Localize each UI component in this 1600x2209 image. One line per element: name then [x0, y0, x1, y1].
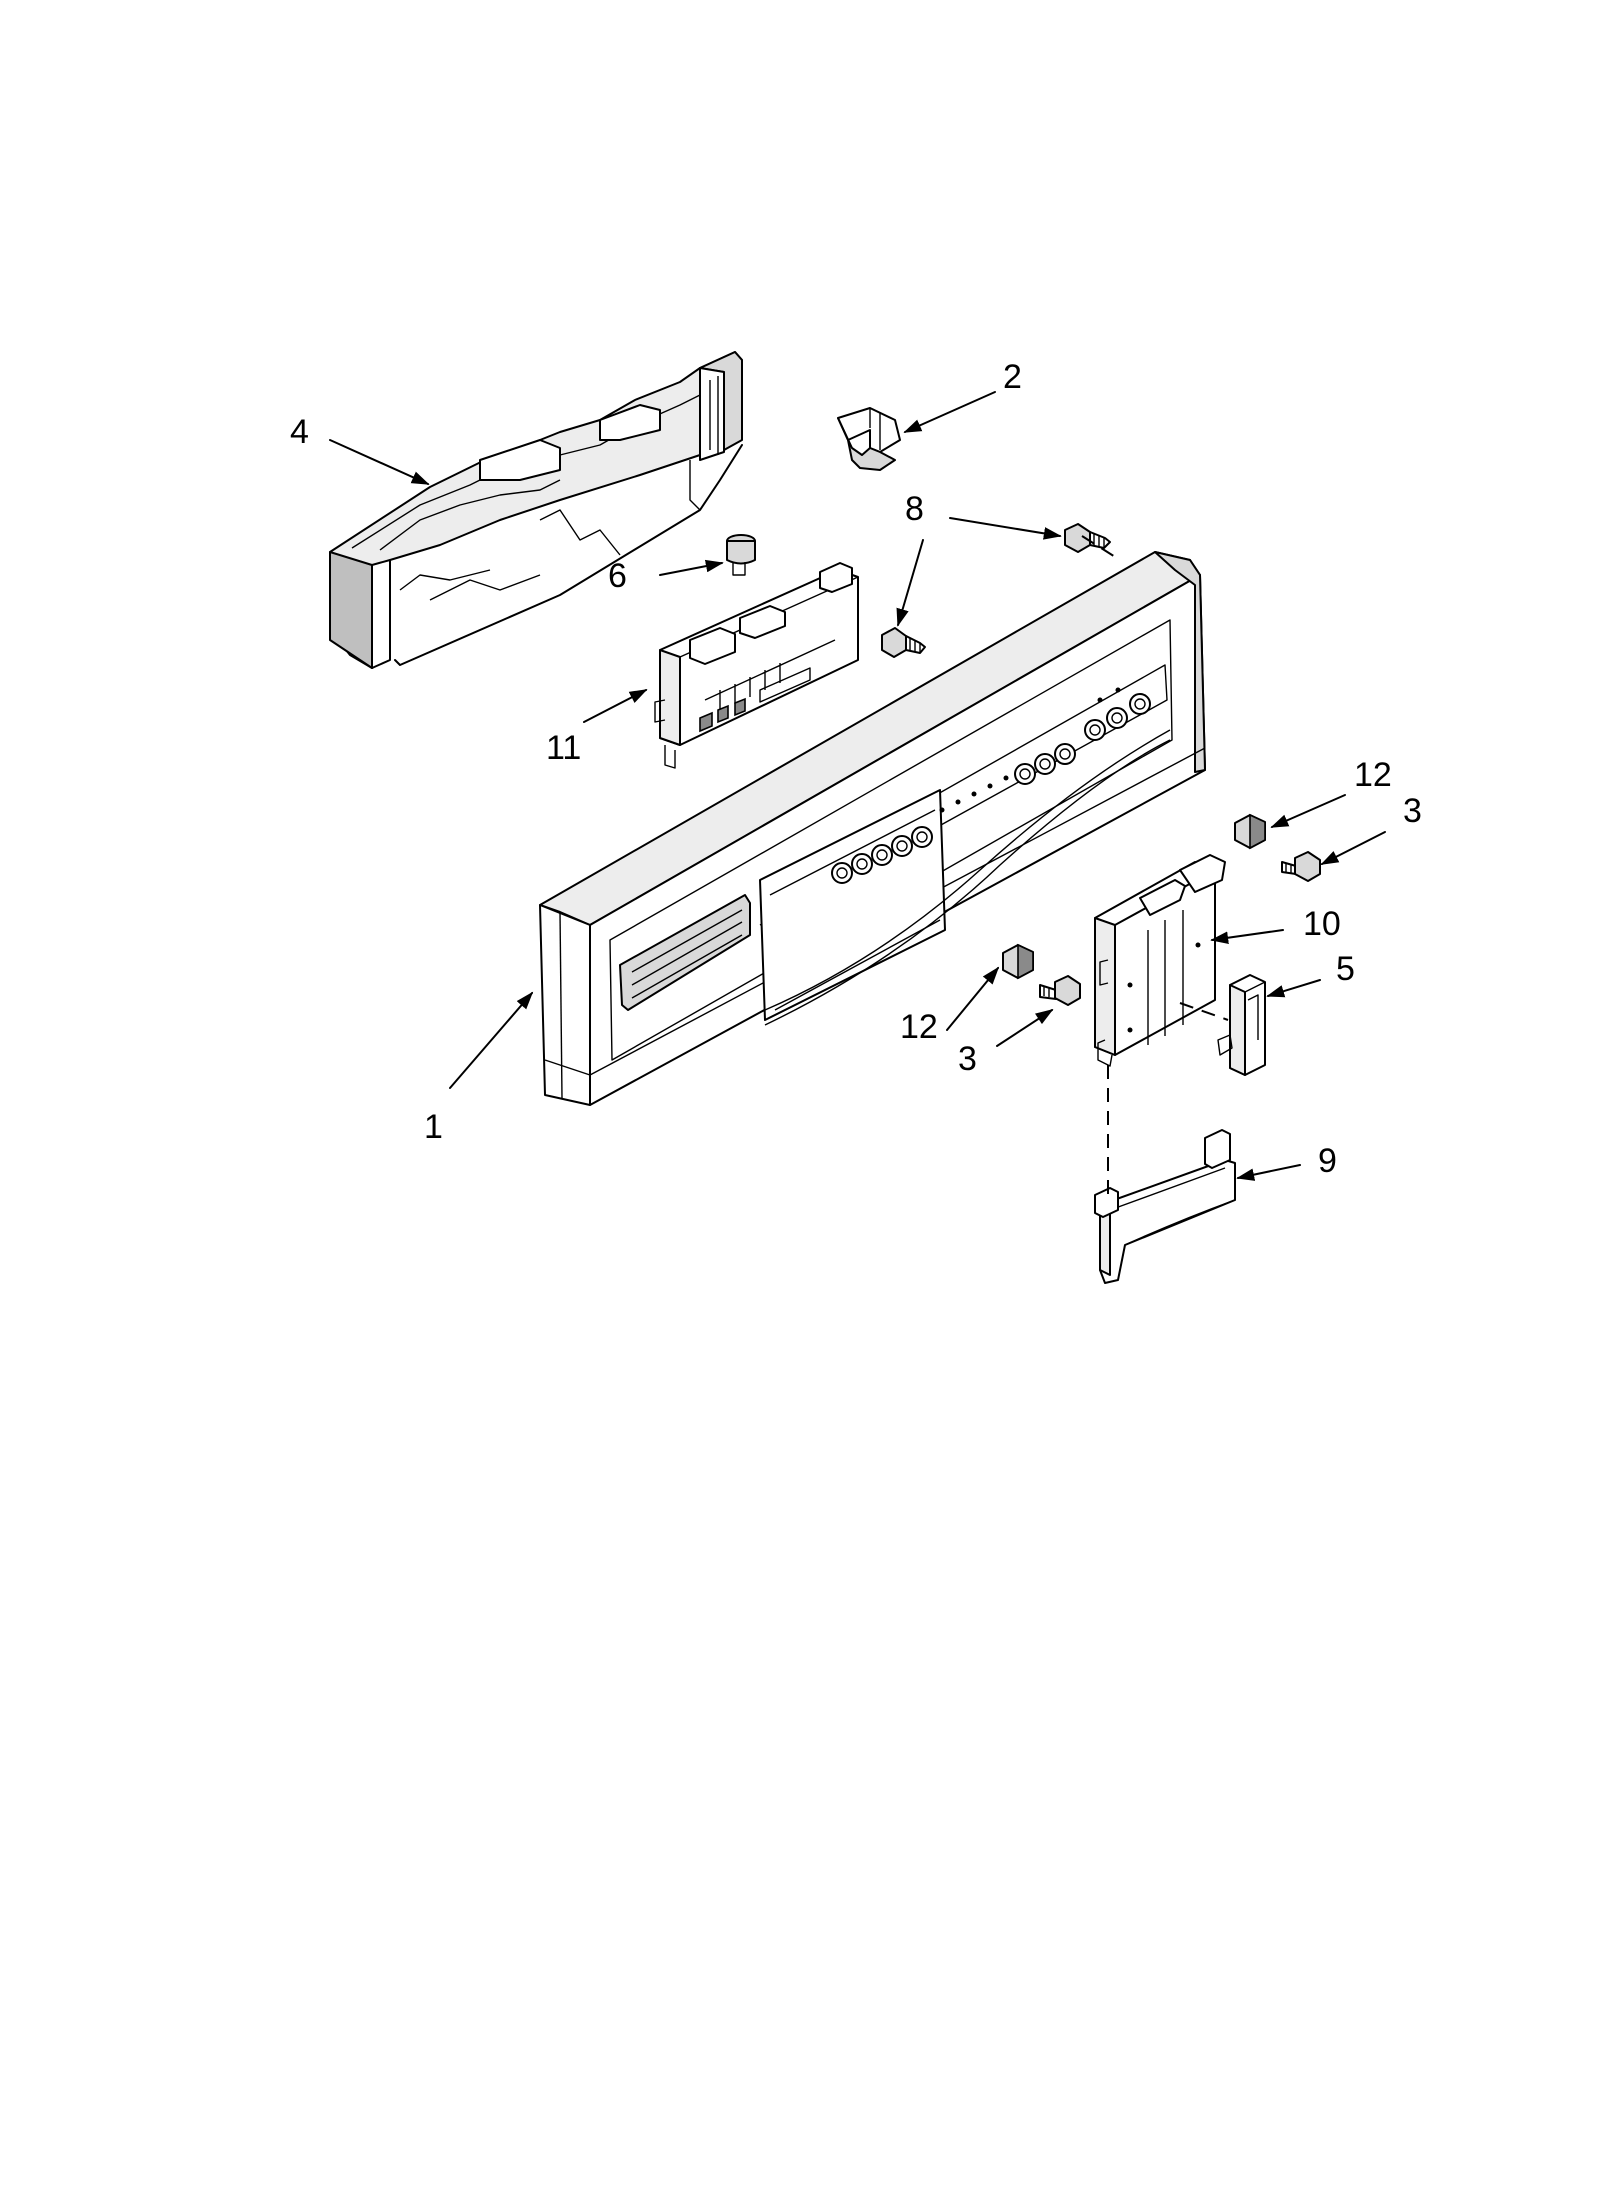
part-10-bracket: [1094, 854, 1226, 1067]
callout-5: 5: [1336, 950, 1355, 988]
callout-10: 10: [1303, 905, 1341, 943]
callout-6: 6: [608, 557, 627, 595]
part-3-screw-left: [1039, 975, 1081, 1006]
part-11-control-board: [654, 562, 859, 769]
part-4-bracket: [329, 351, 743, 669]
alignment-dashed-line-screw: [1081, 535, 1121, 561]
part-9-lower-bracket: [1094, 1129, 1236, 1284]
part-1-console-panel: [539, 551, 1206, 1106]
callout-11: 11: [546, 729, 581, 767]
part-2-clip: [837, 407, 901, 471]
callout-9: 9: [1318, 1142, 1337, 1180]
callout-12-right: 12: [1354, 756, 1392, 794]
part-12-clip-left: [1002, 943, 1034, 980]
callout-1: 1: [424, 1108, 443, 1146]
callout-4: 4: [290, 413, 309, 451]
part-8-screw-upper: [1064, 523, 1111, 553]
callout-3-right: 3: [1403, 792, 1422, 830]
callout-12-left: 12: [900, 1008, 938, 1046]
part-5-clip: [1217, 974, 1266, 1076]
part-12-clip-right: [1234, 813, 1266, 850]
leader-arrows: [329, 391, 1386, 1181]
callout-8: 8: [905, 490, 924, 528]
part-8-screw-lower: [881, 627, 926, 658]
part-3-screw-right: [1281, 851, 1321, 882]
alignment-dashed-line-clip: [1179, 1002, 1229, 1021]
callout-3-left: 3: [958, 1040, 977, 1078]
part-6-button: [726, 534, 756, 576]
callout-2: 2: [1003, 358, 1022, 396]
